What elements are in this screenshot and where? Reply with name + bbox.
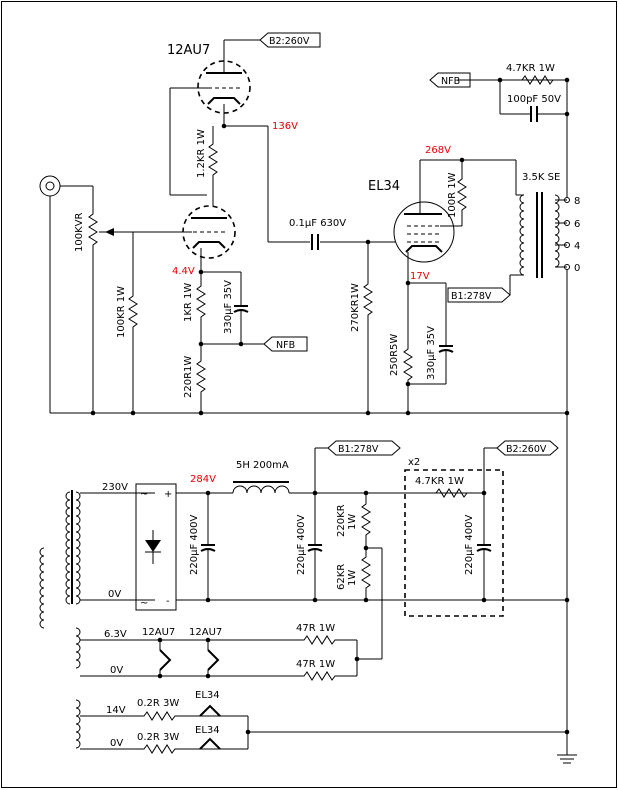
el34-cathode-r-label: 250R5W (389, 334, 400, 376)
svg-text:NFB: NFB (441, 76, 460, 87)
svg-text:B1:278V: B1:278V (451, 291, 492, 302)
el34-plate-voltage: 268V (425, 145, 451, 156)
svg-text:B2:260V: B2:260V (269, 36, 310, 47)
ot-tap-0: 0 (574, 263, 580, 274)
rect-mark-bl: ~ (140, 598, 148, 609)
ot-tap-6: 6 (574, 219, 580, 230)
b2-cap-label: 220µF 400V (464, 515, 475, 575)
volume-pot-icon (88, 209, 137, 250)
choke-icon (232, 481, 290, 494)
ot-tap-4: 4 (574, 241, 580, 252)
ot-label: 3.5K SE (522, 172, 560, 183)
heater-r1-label: 47R 1W (296, 623, 335, 634)
b1-flag-out: B1:278V (447, 287, 511, 303)
cathode-r2-label: 220R1W (183, 356, 194, 398)
nfb-flag-mid: NFB (263, 336, 308, 352)
x2-label: x2 (408, 457, 420, 468)
heater-el34-a-icon (199, 704, 221, 717)
output-transformer-icon (519, 192, 560, 278)
svg-text:B1:278V: B1:278V (338, 444, 379, 455)
fb-cap-label: 100pF 50V (507, 94, 561, 105)
heater-el34-b-icon (199, 737, 221, 750)
heater-el34-b: EL34 (195, 725, 220, 736)
divider-r2-label: 62KR (336, 564, 347, 590)
h2-0-label: 0V (110, 738, 123, 749)
el34-cathode-voltage: 17V (410, 271, 430, 282)
b2-flag-top: B2:260V (259, 32, 321, 48)
res-cap1-label: 220µF 400V (189, 515, 200, 575)
rect-mark-br: - (166, 596, 170, 607)
divider-r2-watt: 1W (347, 570, 358, 586)
el34-cap-label: 330µF 35V (426, 326, 437, 380)
svg-text:NFB: NFB (276, 340, 295, 351)
plate-resistor-label: 1.2KR 1W (196, 129, 207, 178)
fb-resistor-label: 4.7KR 1W (506, 63, 555, 74)
pot-label: 100KVR (74, 213, 85, 252)
rect-mark-tr: + (164, 489, 172, 500)
h1-label: 6.3V (104, 629, 127, 640)
ot-tap-8: 8 (574, 196, 580, 207)
res-cap2-label: 220µF 400V (296, 515, 307, 575)
v1-plate-voltage: 136V (272, 121, 298, 132)
divider-r1-watt: 1W (347, 514, 358, 530)
heater-r4-label: 0.2R 3W (137, 732, 179, 743)
b2-filter-box (404, 469, 504, 617)
heater-b-icon (205, 637, 220, 679)
b2-resistor-label: 4.7KR 1W (415, 476, 464, 487)
heater-a-icon (157, 637, 172, 679)
v1-cathode-voltage: 4.4V (172, 266, 195, 277)
divider-r1-label: 220KR (336, 504, 347, 537)
tube-el34-icon (393, 201, 455, 263)
heater-12au7-b: 12AU7 (189, 627, 222, 638)
heater-r3-label: 0.2R 3W (137, 698, 179, 709)
screen-resistor-label: 100R 1W (447, 172, 458, 218)
hv0-label: 0V (108, 589, 121, 600)
h1-0-label: 0V (110, 665, 123, 676)
rect-mark-tl: ~ (140, 489, 148, 500)
cathode-r1-label: 1KR 1W (183, 283, 194, 322)
choke-label: 5H 200mA (236, 460, 289, 471)
input-jack-icon (39, 175, 61, 197)
b1-flag-psu: B1:278V (327, 440, 401, 456)
grid-resistor-label: 100KR 1W (116, 286, 127, 338)
tube-v1-label: 12AU7 (167, 43, 210, 58)
heater-el34-a: EL34 (195, 690, 220, 701)
svg-text:B2:260V: B2:260V (506, 444, 547, 455)
b2-flag-psu: B2:260V (496, 440, 559, 456)
tube-v1-lower-icon (182, 205, 236, 259)
cathode-cap-label: 330µF 35V (223, 280, 234, 334)
coupling-cap-label: 0.1µF 630V (289, 218, 346, 229)
ground-icon (557, 754, 577, 764)
grid-stopper-label: 270KR1W (350, 283, 361, 332)
hv-label: 230V (102, 482, 128, 493)
h2-label: 14V (106, 705, 126, 716)
rectifier-output-voltage: 284V (190, 474, 216, 485)
bridge-rectifier-icon (135, 483, 177, 611)
power-transformer-icon (39, 490, 81, 749)
nfb-flag-top: NFB (429, 72, 471, 88)
heater-12au7-a: 12AU7 (142, 627, 175, 638)
el34-label: EL34 (368, 179, 400, 194)
heater-r2-label: 47R 1W (296, 659, 335, 670)
